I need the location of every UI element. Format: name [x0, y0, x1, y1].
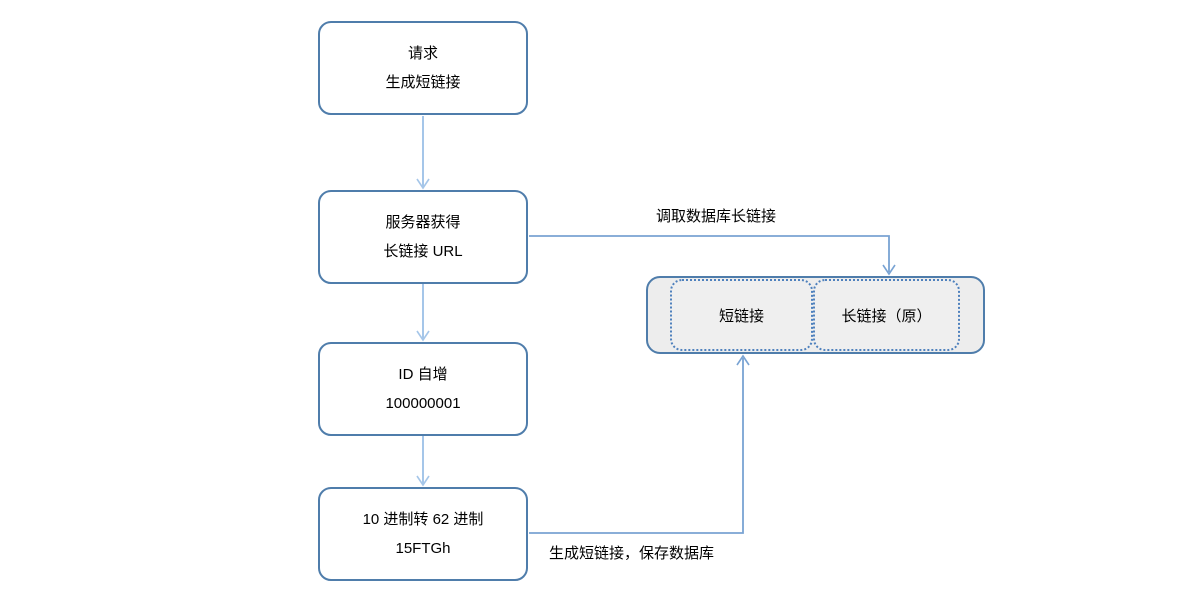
node-base62-line1: 10 进制转 62 进制 [362, 511, 484, 528]
node-id-increment-line1: ID 自增 [398, 366, 448, 383]
node-request-line2: 生成短链接 [385, 74, 461, 91]
node-server-line1: 服务器获得 [385, 214, 461, 231]
db-cell-short-link: 短链接 [670, 279, 813, 351]
node-request-line1: 请求 [407, 45, 438, 62]
connector-request-to-server [416, 116, 430, 190]
connector-id-to-base62 [416, 435, 430, 487]
node-id-increment-line2: 100000001 [385, 395, 461, 412]
db-cell-short-link-label: 短链接 [718, 307, 764, 325]
connector-server-to-id [416, 283, 430, 342]
node-request: 请求 生成短链接 [318, 21, 528, 115]
edge-label-save-database: 生成短链接，保存数据库 [549, 545, 715, 562]
db-cell-long-link-label: 长链接（原） [841, 307, 932, 325]
node-server: 服务器获得 长链接 URL [318, 190, 528, 284]
connector-server-to-database [529, 235, 896, 276]
node-base62: 10 进制转 62 进制 15FTGh [318, 487, 528, 581]
edge-label-fetch-longlink: 调取数据库长链接 [656, 208, 777, 225]
db-cell-long-link: 长链接（原） [813, 279, 960, 351]
node-server-line2: 长链接 URL [383, 243, 463, 260]
connector-base62-to-database [529, 354, 750, 534]
node-id-increment: ID 自增 100000001 [318, 342, 528, 436]
node-base62-line2: 15FTGh [395, 540, 451, 557]
